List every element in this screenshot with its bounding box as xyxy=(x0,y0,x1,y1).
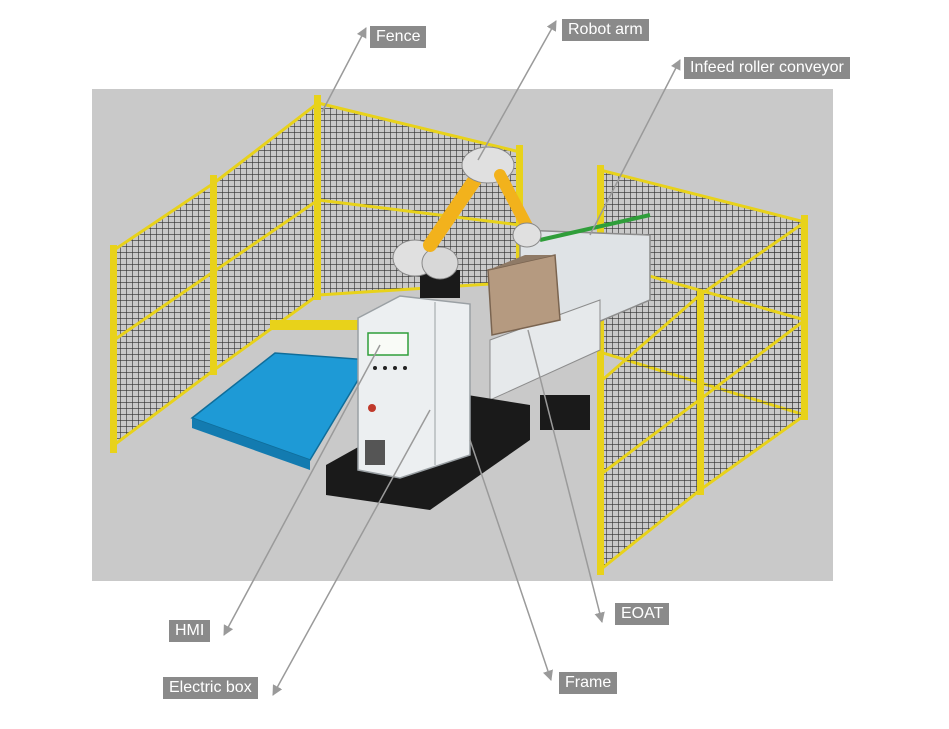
pallet xyxy=(190,320,372,470)
electric-box xyxy=(357,295,471,479)
label-electric-box: Electric box xyxy=(163,677,258,699)
eoat xyxy=(487,254,561,336)
label-fence: Fence xyxy=(370,26,427,48)
fence xyxy=(110,95,808,575)
label-frame: Frame xyxy=(559,672,618,694)
label-infeed: Infeed roller conveyor xyxy=(684,57,850,79)
label-robot-arm: Robot arm xyxy=(562,19,649,41)
robot-arm xyxy=(392,146,542,298)
leader-lines xyxy=(223,20,681,696)
label-hmi: HMI xyxy=(169,620,211,642)
label-eoat: EOAT xyxy=(615,603,670,625)
